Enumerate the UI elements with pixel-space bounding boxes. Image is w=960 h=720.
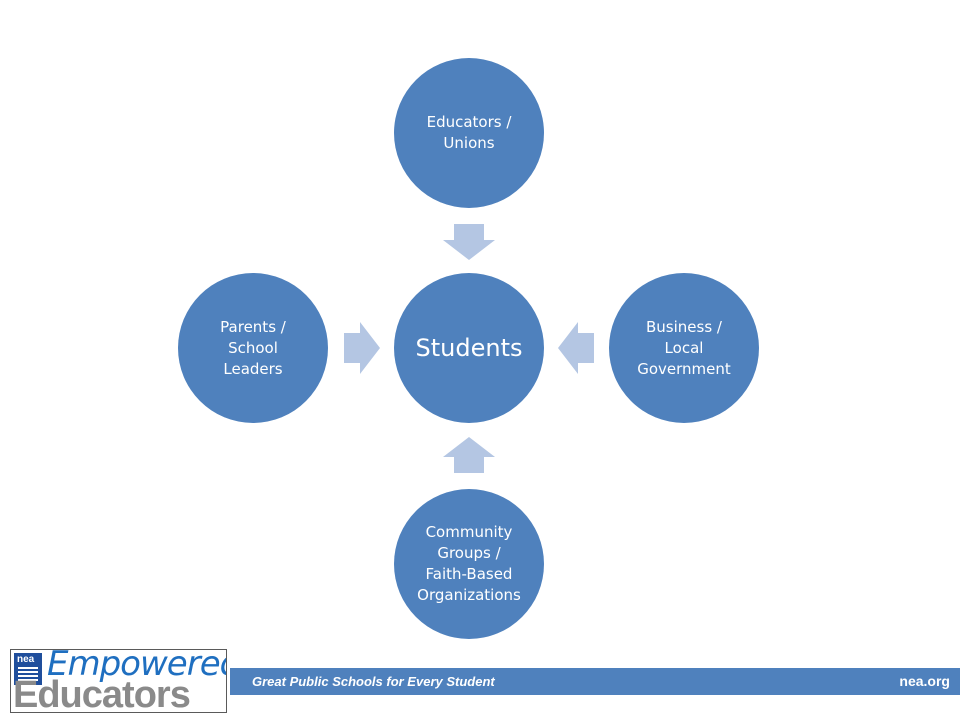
footer-tagline: Great Public Schools for Every Student [252, 674, 495, 689]
node-students: Students [394, 273, 544, 423]
logo-empowered-text: Empowered [47, 649, 227, 684]
arrow-down-icon [443, 224, 495, 260]
nea-badge-icon: nea [14, 653, 42, 685]
node-business-local-government: Business / Local Government [609, 273, 759, 423]
footer-bar: Great Public Schools for Every Student n… [230, 668, 960, 695]
node-community-groups: Community Groups / Faith-Based Organizat… [394, 489, 544, 639]
nea-badge-text: nea [17, 654, 35, 665]
logo-educators-text: Educators [13, 674, 191, 713]
arrow-up-icon [443, 437, 495, 473]
arrow-left-icon [558, 322, 594, 374]
arrow-right-icon [344, 322, 380, 374]
footer-site-link[interactable]: nea.org [899, 673, 950, 689]
node-educators-unions: Educators / Unions [394, 58, 544, 208]
empowered-educators-logo: nea Empowered Educators [10, 649, 227, 713]
node-parents-school-leaders: Parents / School Leaders [178, 273, 328, 423]
nea-badge-stripes [18, 667, 38, 681]
